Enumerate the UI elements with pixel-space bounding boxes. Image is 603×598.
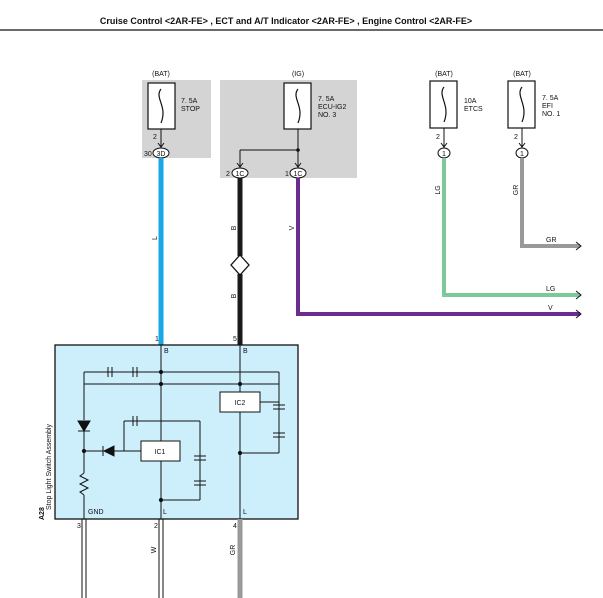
wire-w-label: W (151, 546, 158, 553)
connector-1c-left-label: 1C (236, 171, 245, 178)
assembly-name: Stop Light Switch Assembly (46, 424, 53, 510)
assembly-id: A28 (39, 507, 46, 520)
pin-5: 5 (233, 336, 237, 343)
pin-3-label: GND (88, 509, 104, 516)
splice-point-icon (230, 254, 250, 276)
fuse-efi-pin: 2 (514, 134, 518, 141)
fuse-efi: (BAT) 7. 5A EFI NO. 1 2 1 (507, 71, 560, 159)
pin-2: 2 (154, 523, 158, 530)
connector-3d-label: 3D (157, 151, 166, 158)
stop-light-switch-assembly (54, 344, 299, 520)
fuse-ecu-ig2: (IG) 7. 5A ECU-IG2 NO. 3 1C 2 1C 1 (226, 71, 347, 179)
fuse-etcs-pin: 2 (436, 134, 440, 141)
fuse-ig-name2: NO. 3 (318, 112, 336, 119)
fuse-icon (441, 86, 447, 123)
fuse-ig-name: ECU-IG2 (318, 104, 347, 111)
wire-v (296, 178, 580, 316)
connector-1c-right-pin: 1 (285, 171, 289, 178)
connector-3d-pin: 30 (144, 151, 152, 158)
wire-v-right-label: V (548, 305, 553, 312)
fuse-ig-source: (IG) (292, 71, 304, 78)
fuse-ig-rating: 7. 5A (318, 96, 335, 103)
fuse-efi-name2: NO. 1 (542, 111, 560, 118)
pin-1: 1 (155, 336, 159, 343)
pin-1-label: B (164, 348, 169, 355)
ic2-label: IC2 (235, 400, 246, 407)
fuse-icon (519, 86, 525, 123)
pin-5-label: B (243, 348, 248, 355)
wire-gr-right-label: GR (546, 237, 557, 244)
wire-lg-label: LG (435, 185, 442, 194)
fuse-etcs-source: (BAT) (435, 71, 453, 78)
fuse-stop-pin: 2 (153, 134, 157, 141)
fuse-efi-rating: 7. 5A (542, 95, 559, 102)
internal-circuit (77, 345, 285, 519)
wire-v-label: V (289, 225, 296, 230)
ic1-label: IC1 (155, 449, 166, 456)
fuse-icon (158, 88, 164, 124)
wire-l-label: L (152, 236, 159, 240)
fuse-etcs-name: ETCS (464, 106, 483, 113)
pin-4-label: L (243, 509, 247, 516)
fuse-etcs: (BAT) 10A ETCS 2 1 (429, 71, 483, 159)
fuse-efi-name: EFI (542, 103, 553, 110)
wire-gr (520, 158, 580, 248)
connector-1c-left-pin: 2 (226, 171, 230, 178)
diagram-title: Cruise Control <2AR-FE> , ECT and A/T In… (100, 16, 472, 26)
wire-gr-out-label: GR (230, 545, 237, 556)
wire-b-upper-label: B (231, 225, 238, 230)
connector-1c-right-label: 1C (294, 171, 303, 178)
fuse-stop-source: (BAT) (152, 71, 170, 78)
fuse-icon (295, 88, 301, 124)
fuse-stop-rating: 7. 5A (181, 98, 198, 105)
fuse-stop-name: STOP (181, 106, 200, 113)
pin-2-label: L (163, 509, 167, 516)
wire-b-lower-label: B (231, 293, 238, 298)
ground-leads (81, 519, 164, 598)
wire-gr-label: GR (513, 185, 520, 196)
wire-lg (442, 158, 580, 297)
fuse-efi-source: (BAT) (513, 71, 531, 78)
connector-efi-label: 1 (520, 151, 524, 158)
pin-4: 4 (233, 523, 237, 530)
fuse-stop: (BAT) 7. 5A STOP 2 3D 30 (144, 71, 200, 159)
wire-lg-right-label: LG (546, 286, 555, 293)
connector-etcs-label: 1 (442, 151, 446, 158)
fuse-etcs-rating: 10A (464, 98, 477, 105)
pin-3: 3 (77, 523, 81, 530)
